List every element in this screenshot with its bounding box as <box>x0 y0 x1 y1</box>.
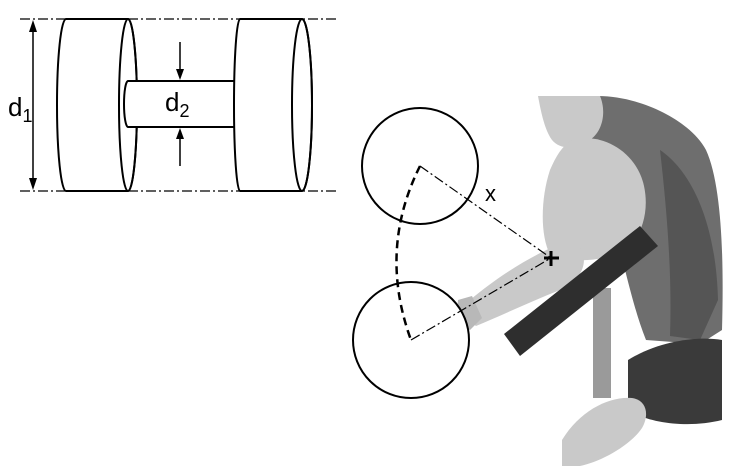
right-weight-plate <box>233 18 313 192</box>
d1-label: d1 <box>8 92 32 126</box>
d2-dimension-arrows <box>176 42 184 166</box>
dumbbell-schematic <box>56 18 313 192</box>
d2-subscript: 2 <box>179 101 189 121</box>
shirt-shadow <box>660 150 718 340</box>
upper-arm <box>542 138 646 261</box>
d2-letter: d <box>165 87 179 117</box>
leg <box>562 397 647 466</box>
extension-lines <box>20 18 336 192</box>
right-plate-face <box>291 18 313 192</box>
x-label: x <box>485 181 496 206</box>
bench-post <box>593 288 611 398</box>
d2-label: d2 <box>165 87 189 121</box>
swing-arc <box>395 165 422 341</box>
radius-line-bottom <box>410 257 552 341</box>
pivot-marker <box>544 251 559 266</box>
arm-pad <box>504 226 658 356</box>
radius-line-top <box>419 165 552 259</box>
person-illustration <box>456 96 723 466</box>
d1-subscript: 1 <box>22 106 32 126</box>
head <box>538 96 604 148</box>
motion-geometry <box>352 107 559 399</box>
forearm <box>462 244 584 326</box>
dumbbell-handle <box>123 80 239 128</box>
d1-dimension-arrow <box>29 20 37 190</box>
shorts <box>628 338 722 425</box>
d1-letter: d <box>8 92 22 122</box>
